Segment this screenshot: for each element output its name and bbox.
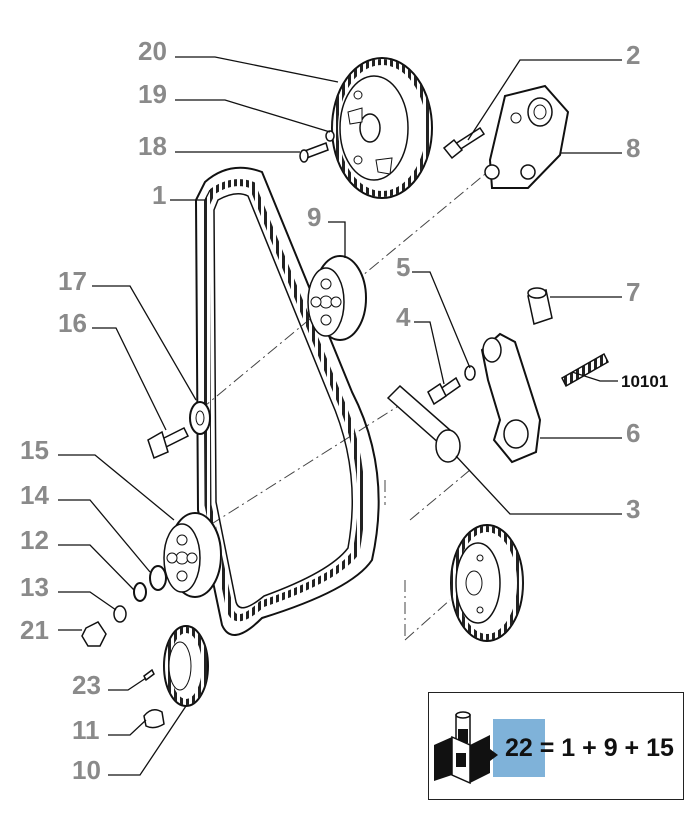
washer-17 — [189, 401, 211, 435]
idler-pulley-15 — [163, 512, 222, 598]
callout-21: 21 — [20, 615, 49, 645]
pin-3 — [386, 384, 461, 463]
callout-2: 2 — [626, 40, 640, 70]
pump-gear — [450, 524, 524, 642]
callout-23: 23 — [72, 670, 101, 700]
tensioner-arm-6 — [480, 332, 542, 464]
callout-20: 20 — [138, 36, 167, 66]
camshaft-pulley — [331, 57, 433, 199]
callout-7: 7 — [626, 277, 640, 307]
bolt-2 — [442, 126, 486, 160]
callout-3: 3 — [626, 494, 640, 524]
nut-21 — [81, 621, 107, 647]
callout-12: 12 — [20, 525, 49, 555]
callout-16: 16 — [58, 308, 87, 338]
callout-1: 1 — [152, 180, 166, 210]
callout-17: 17 — [58, 266, 87, 296]
stud-10101 — [561, 352, 609, 388]
callout-labels: 20 19 18 1 2 8 9 5 7 4 10101 17 16 6 15 … — [20, 36, 668, 785]
callout-9: 9 — [307, 202, 321, 232]
bolt-16 — [147, 426, 190, 460]
key-11 — [143, 709, 165, 729]
callout-4: 4 — [396, 302, 411, 332]
callout-11: 11 — [72, 715, 100, 745]
bolt-18 — [299, 142, 329, 163]
callout-18: 18 — [138, 131, 167, 161]
kit-number: 22 — [505, 734, 533, 762]
callout-6: 6 — [626, 418, 640, 448]
callout-13: 13 — [20, 572, 49, 602]
kit-box-icon — [434, 711, 498, 785]
callout-5: 5 — [396, 252, 410, 282]
center-lines — [199, 169, 491, 641]
kit-composition: = 1 + 9 + 15 — [539, 734, 674, 762]
callout-10: 10 — [72, 755, 101, 785]
washer-14 — [149, 565, 167, 591]
callout-19: 19 — [138, 79, 167, 109]
crankshaft-gear-10 — [163, 625, 209, 707]
bolt-4 — [427, 376, 461, 406]
washer-5 — [464, 365, 476, 381]
washer-13 — [113, 605, 127, 623]
idler-pulley-9 — [307, 255, 367, 341]
washer-12 — [133, 582, 147, 602]
callout-8: 8 — [626, 133, 640, 163]
callout-15: 15 — [20, 435, 49, 465]
washer-19 — [325, 130, 335, 142]
kit-number-highlight — [493, 719, 545, 777]
callout-14: 14 — [20, 480, 49, 510]
leader-lines — [58, 56, 622, 776]
kit-formula: 22 = 1 + 9 + 15 — [505, 734, 674, 763]
bushing-7 — [527, 287, 553, 325]
tensioner-bracket — [484, 84, 570, 189]
callout-10101: 10101 — [621, 372, 668, 391]
timing-belt — [194, 166, 380, 636]
